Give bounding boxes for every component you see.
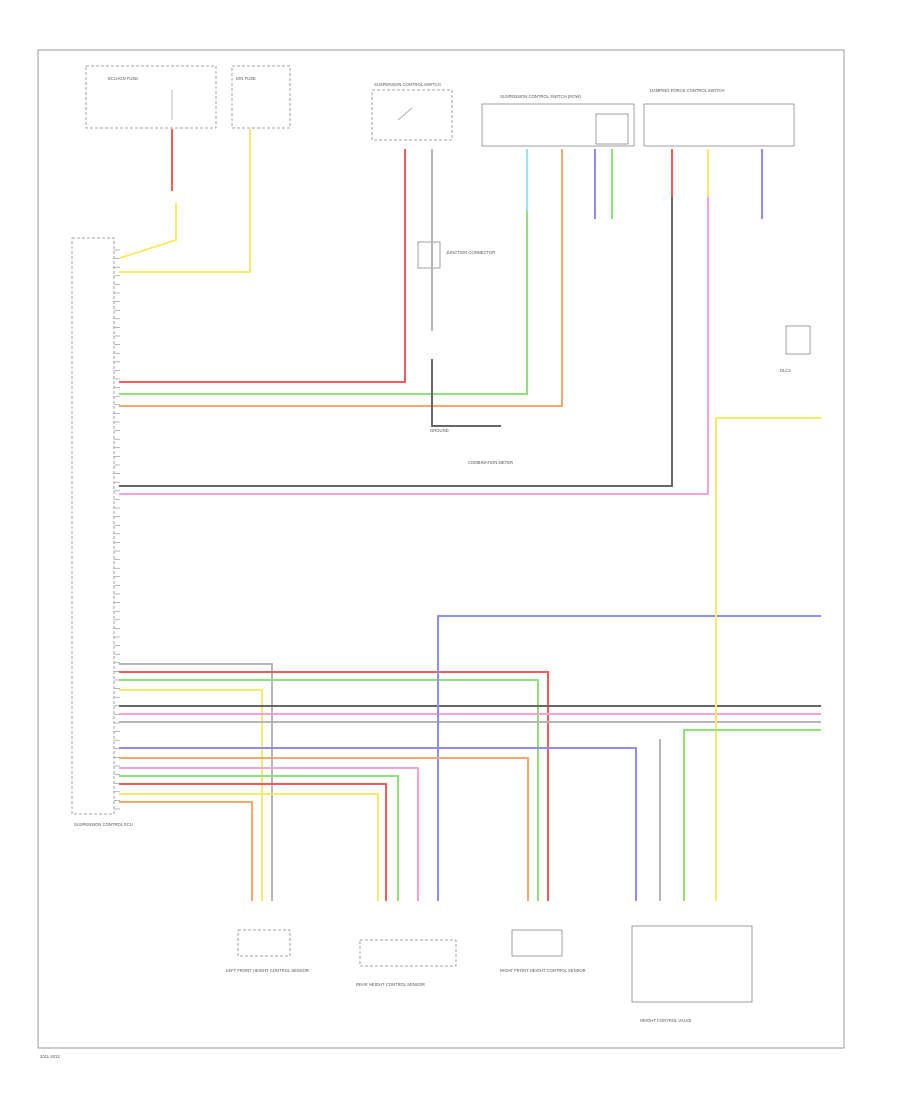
- wire-lower-pink-2: [119, 767, 419, 901]
- rear-sensor-label: REAR HEIGHT CONTROL SENSOR: [356, 982, 425, 987]
- wire-ign-to-ecu: [119, 129, 251, 273]
- wire-damping-pink: [119, 149, 709, 495]
- height-control-valve: HEIGHT CONTROL VALVE: [631, 925, 753, 1023]
- wire-lower-blue: [119, 747, 637, 901]
- fuse-block-ign: IGN FUSE: [231, 65, 291, 129]
- wire-ground: [431, 359, 501, 427]
- ecu-ign-fuse-label: ECU-IGN FUSE: [108, 76, 138, 81]
- suspension-switch-row-label: SUSPENSION CONTROL SWITCH (ROW): [500, 94, 581, 99]
- damping-force-control-switch: DAMPING FORCE CONTROL SWITCH: [643, 88, 795, 147]
- damping-switch-label: DAMPING FORCE CONTROL SWITCH: [650, 88, 725, 93]
- suspension-control-switch-row: SUSPENSION CONTROL SWITCH (ROW): [481, 94, 635, 147]
- wire-switch-orange: [119, 149, 563, 407]
- right-front-height-sensor: RIGHT FRONT HEIGHT CONTROL SENSOR: [500, 929, 586, 973]
- wire-lower-gray: [119, 663, 273, 901]
- junction-connector-box: [417, 241, 441, 269]
- wire-switch-red: [119, 149, 406, 383]
- dlc3-box: [785, 325, 811, 355]
- wire-lower-yellow-2: [119, 793, 379, 901]
- wire-ecu-ign-to-ecu: [118, 203, 177, 260]
- ecu-label: SUSPENSION CONTROL ECU: [74, 822, 133, 827]
- rear-height-sensor: REAR HEIGHT CONTROL SENSOR: [356, 939, 457, 987]
- left-front-sensor-label: LEFT FRONT HEIGHT CONTROL SENSOR: [226, 968, 309, 973]
- wire-lower-red: [119, 671, 549, 901]
- right-front-sensor-label: RIGHT FRONT HEIGHT CONTROL SENSOR: [500, 968, 586, 973]
- footer-text: 2011-2012: [40, 1054, 60, 1059]
- dlc3-label: DLC3: [780, 368, 791, 373]
- left-front-height-sensor: LEFT FRONT HEIGHT CONTROL SENSOR: [226, 929, 309, 973]
- junction-connector-label: JUNCTION CONNECTOR: [446, 250, 495, 255]
- combination-meter-label: COMBINATION METER: [468, 460, 513, 465]
- wire-lower-yellow: [119, 689, 263, 901]
- suspension-control-switch: SUSPENSION CONTROL SWITCH: [371, 82, 453, 141]
- ground-label: GROUND: [430, 428, 449, 433]
- wire-lower-green-2: [119, 775, 399, 901]
- wire-lower-orange: [119, 757, 529, 901]
- ign-fuse-label: IGN FUSE: [236, 76, 256, 81]
- ecu-pin-ticks: [114, 249, 120, 810]
- wire-switch-green: [119, 149, 528, 395]
- fuse-block-ecu-ign: ECU-IGN FUSE: [85, 65, 217, 129]
- suspension-switch-label: SUSPENSION CONTROL SWITCH: [374, 82, 441, 87]
- height-valve-label: HEIGHT CONTROL VALVE: [640, 1018, 691, 1023]
- wire-damping-dark: [119, 149, 673, 487]
- wire-lower-orange-2: [119, 801, 253, 901]
- wire-lower-red-2: [119, 783, 387, 901]
- diagram-frame: [37, 49, 845, 1049]
- wire-layer: [118, 129, 821, 901]
- wire-lower-green: [119, 679, 539, 901]
- suspension-ecu: SUSPENSION CONTROL ECU: [71, 237, 133, 827]
